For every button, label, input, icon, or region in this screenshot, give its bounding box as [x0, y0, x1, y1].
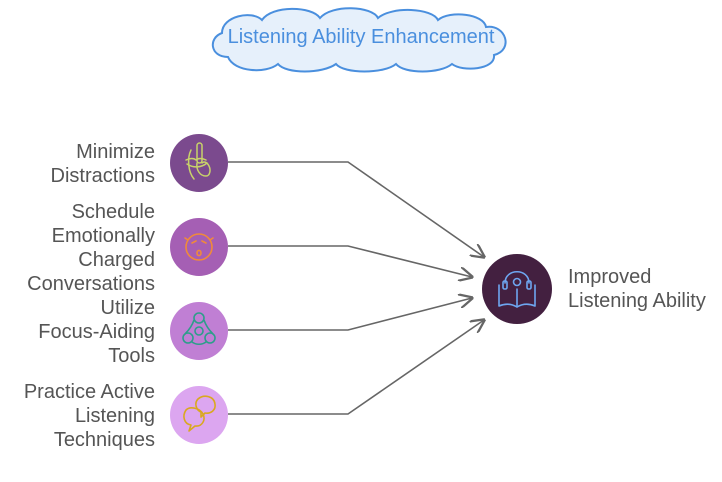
connector-4: [228, 320, 484, 415]
strategy-label-2: Schedule Emotionally Charged Conversatio…: [0, 200, 155, 296]
strategy-label-3-line-2: Focus-Aiding: [38, 321, 155, 343]
strategy-label-2-line-4: Conversations: [27, 273, 155, 295]
strategy-label-1: Minimize Distractions: [0, 140, 155, 188]
chat-bubbles-icon: [183, 395, 216, 432]
strategy-label-3: Utilize Focus-Aiding Tools: [0, 296, 155, 368]
strategy-label-4: Practice Active Listening Techniques: [0, 380, 155, 452]
strategy-label-3-line-3: Tools: [108, 345, 155, 367]
title-cloud: [212, 7, 507, 73]
diagram-title: Listening Ability Enhancement: [227, 26, 495, 48]
connector-1: [228, 161, 484, 257]
headphones-book-icon: [498, 270, 536, 308]
fidget-spinner-icon: [182, 312, 216, 346]
strategy-label-1-line-2: Distractions: [50, 165, 155, 187]
shush-icon: [185, 142, 211, 180]
strategy-node-1: [170, 134, 228, 192]
strategy-label-4-line-3: Techniques: [53, 429, 155, 451]
strategy-label-2-line-2: Emotionally: [51, 225, 155, 247]
strategy-label-3-line-1: Utilize: [100, 297, 155, 319]
strategy-label-2-line-3: Charged: [78, 249, 155, 271]
strategy-node-3: [170, 302, 228, 360]
face-icon: [184, 233, 214, 261]
outcome-label-line-2: Listening Ability: [568, 290, 706, 312]
connector-2: [228, 245, 472, 277]
outcome-node: [482, 254, 552, 324]
connectors: [228, 161, 484, 415]
outcome-label-line-1: Improved: [568, 266, 652, 288]
connector-3: [228, 298, 472, 331]
strategy-node-2: [170, 218, 228, 276]
strategy-label-2-line-1: Schedule: [71, 201, 155, 223]
strategy-label-4-line-2: Listening: [74, 405, 155, 427]
strategy-label-4-line-1: Practice Active: [23, 381, 155, 403]
strategy-node-4: [170, 386, 228, 444]
outcome-label: Improved Listening Ability: [568, 265, 722, 313]
strategy-label-1-line-1: Minimize: [76, 141, 155, 163]
